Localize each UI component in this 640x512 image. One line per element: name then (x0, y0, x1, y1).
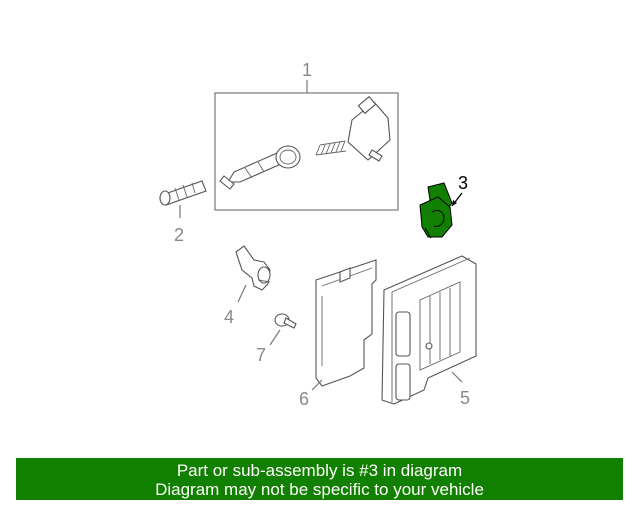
part-5-engine-control-module[interactable]: 5 (381, 255, 477, 408)
callout-7: 7 (256, 345, 266, 365)
part-4-position-sensor[interactable]: 4 (224, 245, 271, 327)
callout-2: 2 (174, 225, 184, 245)
banner-line-2: Diagram may not be specific to your vehi… (155, 480, 484, 499)
callout-3: 3 (458, 173, 468, 193)
callout-5: 5 (460, 388, 470, 408)
part-6-bracket[interactable]: 6 (299, 259, 377, 409)
part-2-sensor[interactable]: 2 (159, 180, 207, 245)
info-banner: Part or sub-assembly is #3 in diagram Di… (16, 458, 623, 500)
callout-1: 1 (302, 60, 312, 80)
part-3-highlighted-sensor[interactable]: 3 (419, 173, 468, 239)
part-1-ignition-coil-group[interactable]: 1 (214, 60, 399, 211)
parts-diagram: 1 2 (159, 60, 477, 409)
kit-box (214, 92, 399, 211)
coil-spring (315, 140, 347, 156)
coil-connector (347, 95, 391, 162)
banner-line-1: Part or sub-assembly is #3 in diagram (176, 461, 463, 480)
coil-boot (219, 145, 301, 190)
callout-4: 4 (224, 307, 234, 327)
callout-6: 6 (299, 389, 309, 409)
part-7-bolt[interactable]: 7 (256, 313, 297, 365)
